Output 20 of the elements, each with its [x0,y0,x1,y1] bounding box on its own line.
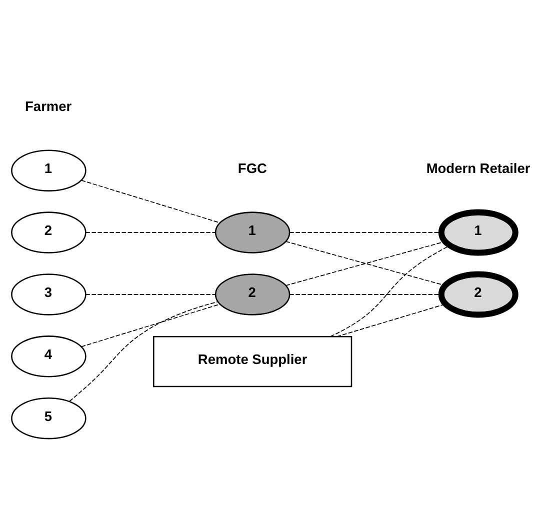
node-ellipse: 4 [11,336,86,378]
connector [69,301,218,402]
connector [80,304,221,348]
node-ellipse: 1 [438,209,518,256]
node-ellipse: 2 [214,274,290,316]
connector [85,232,216,233]
label: Modern Retailer [426,161,530,176]
node-ellipse: 3 [11,274,86,316]
connector [336,304,446,338]
node-ellipse: 1 [11,150,86,192]
node-ellipse: 5 [11,397,86,440]
connector [80,180,221,224]
node-ellipse: 2 [438,271,518,318]
label: Farmer [25,99,72,114]
node-box: Remote Supplier [152,336,352,388]
node-ellipse: 1 [214,212,290,254]
node-ellipse: 2 [11,212,86,254]
label: FGC [238,161,267,176]
connector [330,245,450,337]
connector [85,294,216,295]
